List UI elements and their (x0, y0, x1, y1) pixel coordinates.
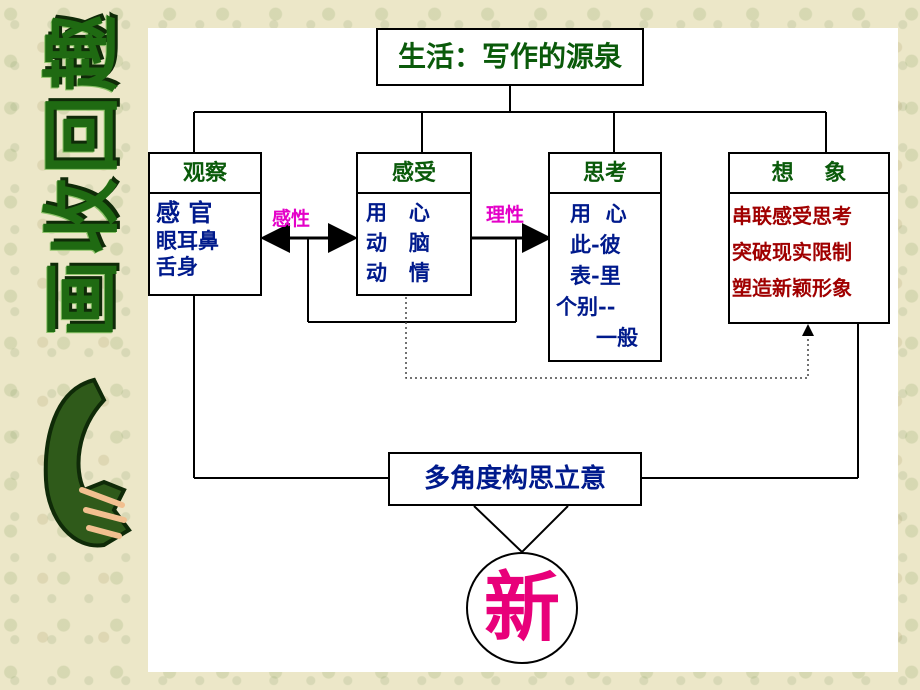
box-body: 感 官 眼耳鼻 舌身 (150, 194, 260, 280)
box-line: 用 心 (570, 201, 627, 226)
think-box: 思考 用 心 此-彼 表-里 个别-- 一般 (548, 152, 662, 362)
box-line: 动 情 (366, 260, 430, 285)
box-line: 塑造新颖形象 (732, 276, 852, 300)
imagine-box: 想 象 串联感受思考 突破现实限制 塑造新颖形象 (728, 152, 890, 324)
diagram-title: 生活：写作的源泉 (376, 28, 644, 86)
bottom-box: 多角度构思立意 (388, 452, 642, 506)
side-title-char: 趣 (37, 14, 128, 93)
box-line: 舌身 (156, 254, 198, 279)
side-title-char: 画 (37, 260, 128, 339)
box-head: 观察 (150, 154, 260, 194)
box-head: 感受 (358, 154, 470, 194)
box-line: 表-里 (570, 263, 621, 288)
side-title: 趣 回 收 画 (28, 8, 138, 348)
box-head: 思考 (550, 154, 660, 194)
diagram-panel: 生活：写作的源泉 观察 感 官 眼耳鼻 舌身 感受 用 心 动 脑 动 情 思考… (148, 28, 898, 672)
hand-pointer-icon (43, 377, 132, 548)
box-line: 动 脑 (366, 230, 430, 255)
rational-label: 理性 (486, 204, 525, 226)
feel-box: 感受 用 心 动 脑 动 情 (356, 152, 472, 296)
box-body: 用 心 动 脑 动 情 (358, 194, 470, 288)
observe-box: 观察 感 官 眼耳鼻 舌身 (148, 152, 262, 296)
connector-lines (193, 86, 859, 554)
box-line: 个别-- (556, 294, 616, 319)
box-line: 此-彼 (570, 232, 621, 257)
side-title-char: 收 (37, 178, 128, 257)
result-circle: 新 (466, 552, 578, 664)
box-body: 用 心 此-彼 表-里 个别-- 一般 (550, 194, 660, 353)
side-title-char: 回 (37, 96, 128, 175)
box-line: 一般 (596, 325, 638, 350)
box-head: 想 象 (730, 154, 888, 194)
box-line: 感 官 (156, 198, 213, 227)
box-line: 串联感受思考 (732, 204, 852, 228)
perceptual-label: 感性 (272, 208, 311, 230)
box-line: 突破现实限制 (732, 240, 852, 264)
box-line: 用 心 (366, 200, 430, 225)
box-line: 眼耳鼻 (156, 228, 219, 253)
box-body: 串联感受思考 突破现实限制 塑造新颖形象 (730, 194, 888, 306)
